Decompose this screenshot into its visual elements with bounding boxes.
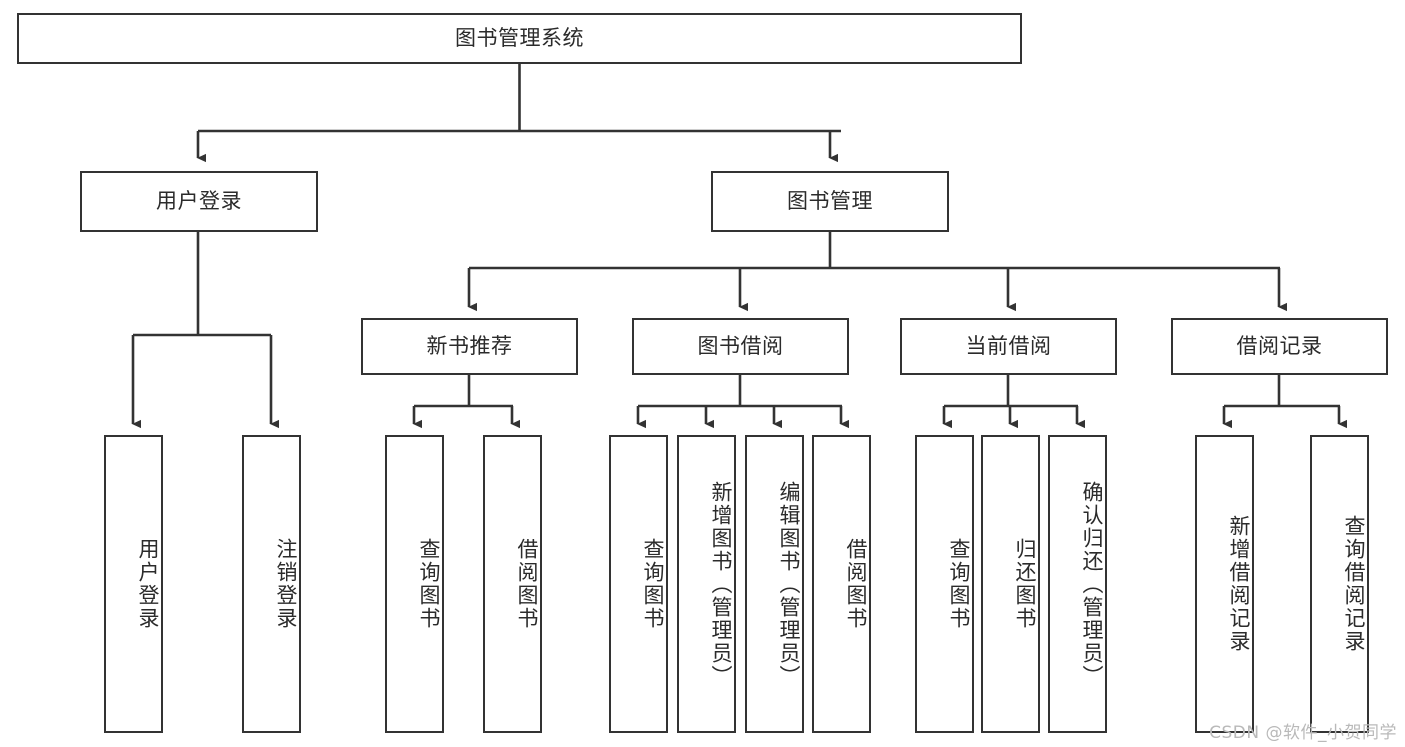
node-leaf-return-book-label: 归还图书 bbox=[1013, 538, 1037, 630]
node-new-book-recommend[interactable]: 新书推荐 bbox=[361, 318, 578, 375]
node-leaf-edit-book-label: 编辑图书（管理员） bbox=[777, 480, 801, 688]
node-borrow-record-label: 借阅记录 bbox=[1236, 333, 1323, 358]
node-current-borrow[interactable]: 当前借阅 bbox=[900, 318, 1117, 375]
node-user-login[interactable]: 用户登录 bbox=[80, 171, 318, 232]
node-leaf-borrow-book-1-label: 借阅图书 bbox=[515, 538, 539, 630]
node-book-manage[interactable]: 图书管理 bbox=[711, 171, 949, 232]
csdn-watermark: CSDN @软件_小贺同学 bbox=[1209, 723, 1397, 743]
node-leaf-logout-login-label: 注销登录 bbox=[274, 538, 298, 630]
node-new-book-recommend-label: 新书推荐 bbox=[426, 333, 513, 358]
node-leaf-borrow-book-1[interactable]: 借阅图书 bbox=[483, 435, 542, 733]
node-leaf-query-record[interactable]: 查询借阅记录 bbox=[1310, 435, 1369, 733]
node-borrow-record[interactable]: 借阅记录 bbox=[1171, 318, 1388, 375]
node-book-manage-label: 图书管理 bbox=[787, 188, 873, 213]
node-leaf-confirm-return[interactable]: 确认归还（管理员） bbox=[1048, 435, 1107, 733]
node-leaf-logout-login[interactable]: 注销登录 bbox=[242, 435, 301, 733]
node-leaf-user-login-label: 用户登录 bbox=[136, 538, 160, 630]
node-book-borrow-label: 图书借阅 bbox=[697, 333, 784, 358]
node-leaf-query-book-1-label: 查询图书 bbox=[417, 538, 441, 630]
node-root-label: 图书管理系统 bbox=[455, 25, 584, 50]
node-leaf-add-book-label: 新增图书（管理员） bbox=[709, 480, 733, 688]
node-leaf-return-book[interactable]: 归还图书 bbox=[981, 435, 1040, 733]
node-leaf-query-book-1[interactable]: 查询图书 bbox=[385, 435, 444, 733]
node-leaf-add-record-label: 新增借阅记录 bbox=[1227, 515, 1251, 653]
node-leaf-query-book-3[interactable]: 查询图书 bbox=[915, 435, 974, 733]
node-user-login-label: 用户登录 bbox=[156, 188, 242, 213]
node-current-borrow-label: 当前借阅 bbox=[965, 333, 1052, 358]
node-leaf-user-login[interactable]: 用户登录 bbox=[104, 435, 163, 733]
node-leaf-query-record-label: 查询借阅记录 bbox=[1342, 515, 1366, 653]
node-leaf-add-record[interactable]: 新增借阅记录 bbox=[1195, 435, 1254, 733]
node-leaf-confirm-return-label: 确认归还（管理员） bbox=[1080, 480, 1104, 688]
node-leaf-add-book[interactable]: 新增图书（管理员） bbox=[677, 435, 736, 733]
node-leaf-borrow-book-2-label: 借阅图书 bbox=[844, 538, 868, 630]
node-leaf-query-book-3-label: 查询图书 bbox=[947, 538, 971, 630]
node-root[interactable]: 图书管理系统 bbox=[17, 13, 1022, 64]
node-leaf-borrow-book-2[interactable]: 借阅图书 bbox=[812, 435, 871, 733]
node-book-borrow[interactable]: 图书借阅 bbox=[632, 318, 849, 375]
node-leaf-query-book-2-label: 查询图书 bbox=[641, 538, 665, 630]
node-leaf-edit-book[interactable]: 编辑图书（管理员） bbox=[745, 435, 804, 733]
node-leaf-query-book-2[interactable]: 查询图书 bbox=[609, 435, 668, 733]
